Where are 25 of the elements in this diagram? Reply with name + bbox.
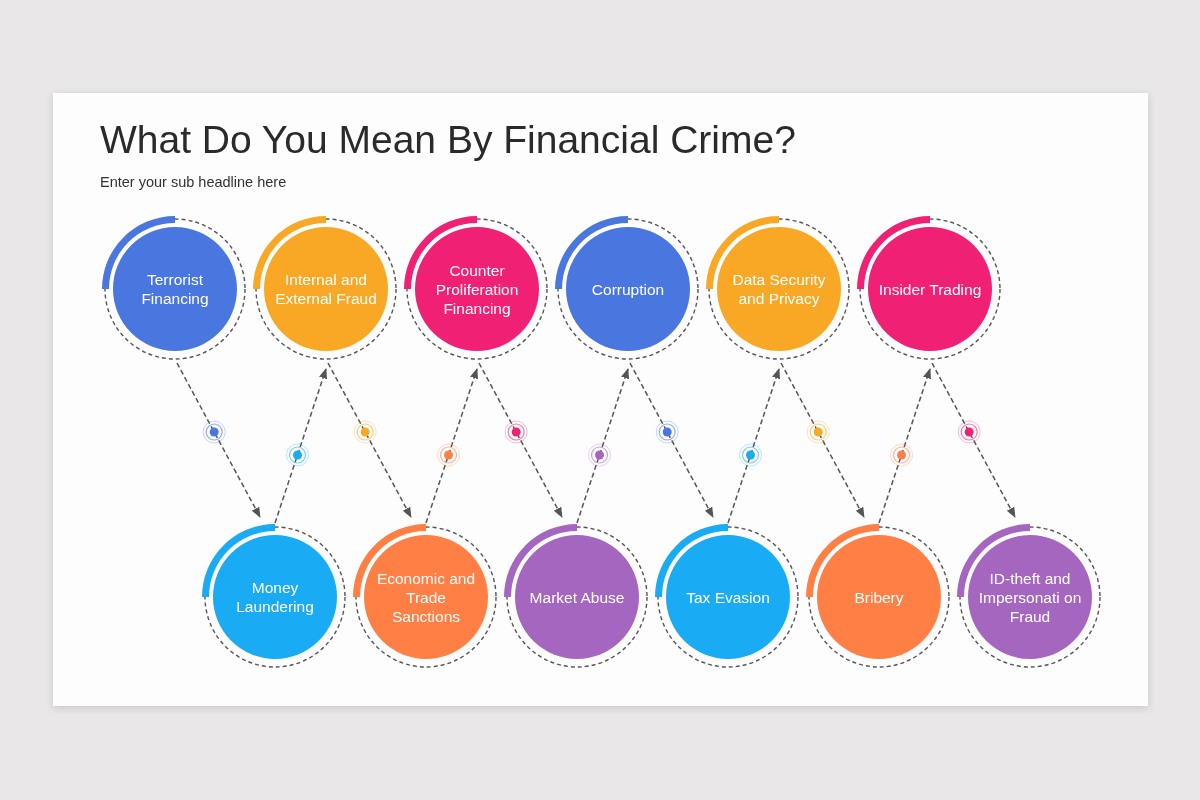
title: What Do You Mean By Financial Crime?: [100, 118, 796, 162]
dashed-arrow: [425, 368, 478, 524]
node-label: Insider Trading: [878, 279, 982, 299]
dashed-arrow: [878, 368, 931, 524]
dashed-arrow: [176, 362, 261, 518]
node-label: Counter Proliferation Financing: [434, 260, 520, 318]
dashed-arrow: [576, 368, 629, 524]
node-label: Tax Evasion: [685, 587, 771, 607]
node-label: ID-theft and Impersonati on Fraud: [978, 568, 1082, 626]
node-label: Internal and External Fraud: [274, 270, 378, 308]
subtitle: Enter your sub headline here: [100, 174, 287, 190]
node-label: Terrorist Financing: [140, 270, 210, 308]
node-label: Economic and Trade Sanctions: [375, 568, 477, 626]
dashed-arrow: [727, 368, 780, 524]
node-label: Bribery: [853, 587, 905, 607]
dashed-arrow: [327, 362, 412, 518]
node-label: Market Abuse: [528, 587, 626, 607]
node-label: Data Security and Privacy: [731, 270, 827, 308]
node-label: Money Laundering: [235, 578, 315, 616]
dashed-arrow: [931, 362, 1016, 518]
node-label: Corruption: [590, 279, 666, 299]
dashed-arrow: [274, 368, 327, 524]
dashed-arrow: [780, 362, 865, 518]
dashed-arrow: [478, 362, 563, 518]
dashed-arrow: [629, 362, 714, 518]
